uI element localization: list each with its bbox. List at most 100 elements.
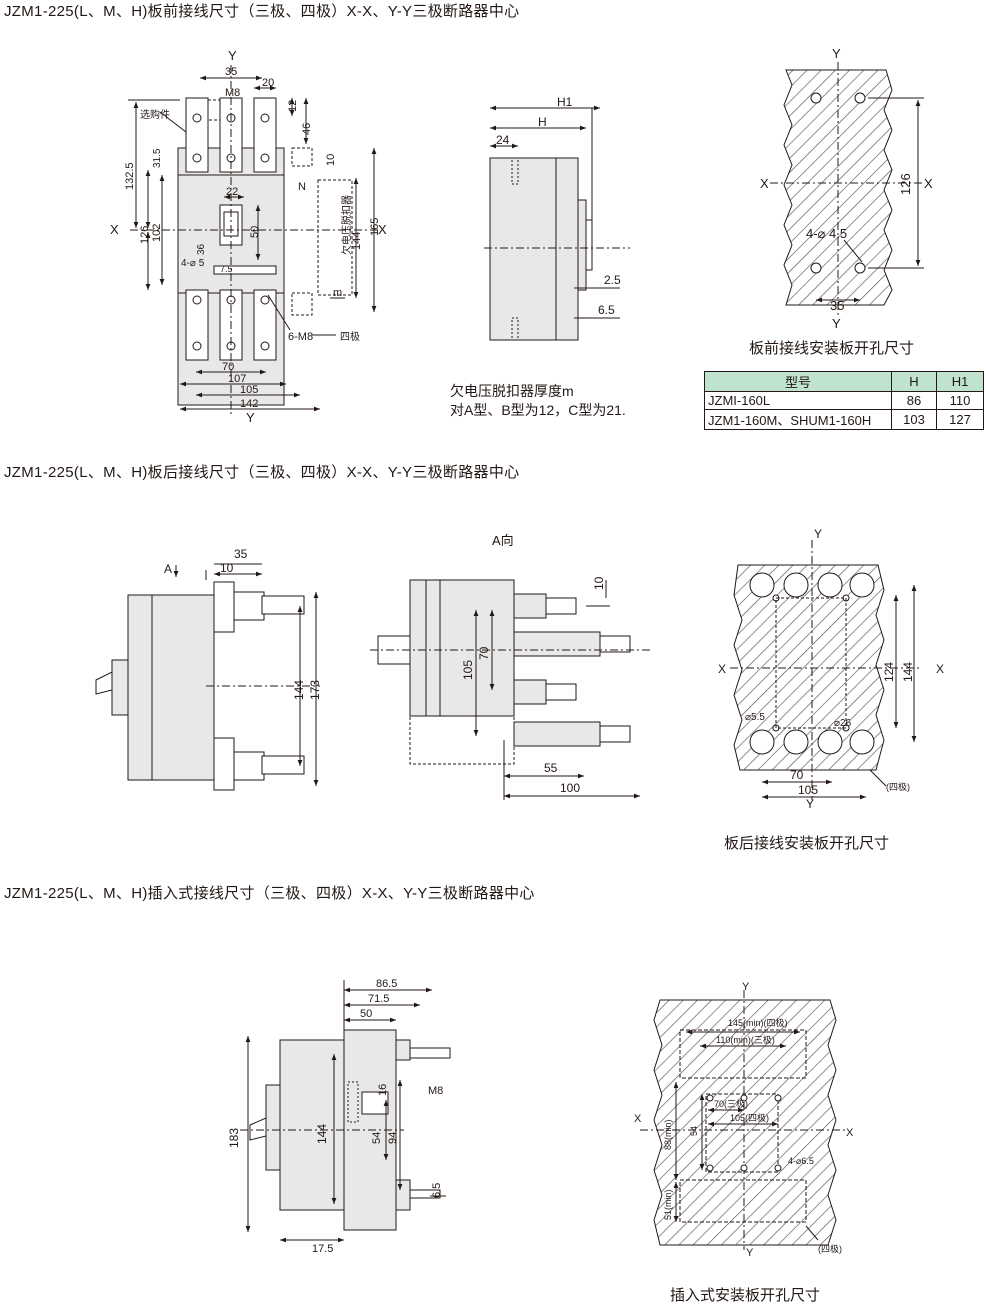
svg-text:X: X: [110, 222, 119, 237]
model-dimension-table: 型号 H H1 JZMI-160L 86 110 JZM1-160M、SHUM1…: [704, 371, 984, 430]
plugin-panel-cutout: Y X X 145(min)(四极) 110(min)(三极) 70(三极) 1…: [634, 981, 854, 1259]
svg-text:A向: A向: [492, 533, 514, 548]
plugin-view-labels: 86.5 71.5 50 183 144 16 M8 54 94 6.5 17.…: [227, 978, 443, 1255]
svg-text:选购件: 选购件: [140, 108, 170, 121]
svg-text:126: 126: [139, 226, 151, 244]
svg-text:144: 144: [351, 232, 363, 250]
svg-text:X: X: [846, 1127, 854, 1139]
svg-text:35: 35: [830, 298, 844, 313]
a-view-labels: A向 10 105 70 55 100: [461, 533, 606, 795]
svg-text:16: 16: [377, 1084, 389, 1096]
svg-text:X: X: [924, 176, 933, 191]
rear-panel-cutout: Y X X 124 144 ⌀5.5 ⌀26 70 105 Y (四极): [718, 527, 944, 811]
plugin-view-drawing: [240, 980, 451, 1243]
svg-text:m: m: [333, 287, 342, 299]
svg-text:X: X: [718, 662, 726, 676]
svg-text:124: 124: [882, 662, 896, 682]
svg-text:10: 10: [325, 154, 337, 166]
svg-text:H: H: [538, 115, 547, 129]
svg-text:54: 54: [689, 1126, 699, 1136]
svg-text:Y: Y: [246, 410, 255, 425]
svg-text:54: 54: [371, 1132, 383, 1144]
svg-text:Y: Y: [228, 48, 237, 63]
table-header: 型号: [704, 371, 892, 392]
caption-front-panel: 板前接线安装板开孔尺寸: [749, 340, 915, 357]
svg-text:X: X: [634, 1113, 642, 1125]
svg-text:Y: Y: [746, 1247, 754, 1259]
table-header: H1: [936, 371, 984, 392]
caption-rear-panel: 板后接线安装板开孔尺寸: [724, 835, 890, 852]
svg-text:50: 50: [249, 226, 261, 238]
svg-text:2.5: 2.5: [604, 273, 621, 287]
table-cell: 86: [891, 391, 937, 410]
section-title-front-wiring: JZM1-225(L、M、H)板前接线尺寸（三极、四极）X-X、Y-Y三极断路器…: [4, 3, 520, 20]
table-row: JZMI-160L 86 110: [704, 391, 984, 410]
svg-text:102: 102: [151, 224, 163, 242]
svg-text:X: X: [378, 222, 387, 237]
svg-text:50: 50: [360, 1008, 372, 1020]
svg-text:132.5: 132.5: [124, 162, 136, 190]
svg-text:Y: Y: [742, 981, 750, 993]
svg-text:4-⌀ 5: 4-⌀ 5: [181, 258, 205, 269]
svg-text:144: 144: [315, 1124, 329, 1144]
svg-text:X: X: [936, 662, 944, 676]
undervoltage-note: 欠电压脱扣器厚度m 对A型、B型为12，C型为21.: [450, 382, 626, 420]
svg-text:(四极): (四极): [818, 1243, 842, 1254]
svg-text:70(三极): 70(三极): [714, 1098, 748, 1109]
side-view-drawing: [484, 105, 630, 341]
table-header-row: 型号 H H1: [704, 371, 984, 392]
svg-text:10: 10: [220, 561, 234, 575]
svg-text:Y: Y: [806, 797, 814, 811]
svg-text:17.5: 17.5: [312, 1243, 333, 1255]
svg-text:(四极): (四极): [886, 781, 910, 792]
svg-text:126: 126: [898, 173, 913, 195]
svg-text:183: 183: [227, 1128, 241, 1148]
svg-text:6.5: 6.5: [598, 303, 615, 317]
svg-text:88(min): 88(min): [663, 1119, 673, 1150]
svg-text:70: 70: [222, 361, 234, 373]
svg-text:35: 35: [234, 547, 248, 561]
table-cell: 103: [891, 409, 937, 430]
svg-text:7.5: 7.5: [220, 264, 233, 274]
svg-text:A: A: [164, 562, 172, 576]
svg-text:46: 46: [301, 123, 313, 135]
svg-text:N: N: [298, 181, 306, 193]
svg-text:71.5: 71.5: [368, 993, 389, 1005]
svg-text:105(四极): 105(四极): [730, 1112, 769, 1123]
svg-text:110(min)(三极): 110(min)(三极): [716, 1034, 775, 1045]
svg-text:107: 107: [228, 373, 246, 385]
svg-text:100: 100: [560, 781, 580, 795]
svg-text:⌀5.5: ⌀5.5: [745, 712, 765, 723]
svg-text:12: 12: [287, 100, 299, 112]
svg-text:6.5: 6.5: [431, 1183, 443, 1198]
front-view-labels: Y 35 20 M8 12 46 10 N 选购件 132.5 31.5 22 …: [110, 48, 387, 425]
section-title-plugin-wiring: JZM1-225(L、M、H)插入式接线尺寸（三极、四极）X-X、Y-Y三极断路…: [4, 885, 535, 902]
svg-text:35: 35: [225, 66, 237, 78]
svg-text:20: 20: [262, 77, 274, 89]
svg-text:94: 94: [387, 1132, 399, 1144]
svg-text:⌀26: ⌀26: [834, 718, 852, 729]
caption-plugin-panel: 插入式安装板开孔尺寸: [670, 1287, 821, 1304]
rear-view-labels: A 35 10 144 173: [164, 547, 322, 700]
svg-text:Y: Y: [814, 527, 822, 541]
svg-text:X: X: [760, 176, 769, 191]
svg-text:173: 173: [308, 680, 322, 700]
svg-text:四极: 四极: [340, 330, 360, 343]
table-cell: JZMI-160L: [704, 391, 892, 410]
table-cell: 110: [936, 391, 984, 410]
svg-text:24: 24: [496, 133, 510, 147]
svg-text:10: 10: [592, 576, 606, 590]
svg-text:142: 142: [240, 398, 258, 410]
front-panel-cutout: Y X X 126 4-⌀ 4.5 35 Y: [760, 46, 933, 331]
svg-text:Y: Y: [832, 316, 841, 331]
note-line-2: 对A型、B型为12，C型为21.: [450, 402, 626, 418]
svg-text:51(min): 51(min): [663, 1189, 673, 1220]
table-header: H: [891, 371, 937, 392]
svg-text:4-⌀ 4.5: 4-⌀ 4.5: [806, 226, 847, 241]
svg-text:86.5: 86.5: [376, 978, 397, 990]
svg-text:70: 70: [477, 646, 491, 660]
svg-text:M8: M8: [225, 87, 240, 99]
svg-text:70: 70: [790, 768, 804, 782]
svg-text:144: 144: [901, 662, 915, 682]
